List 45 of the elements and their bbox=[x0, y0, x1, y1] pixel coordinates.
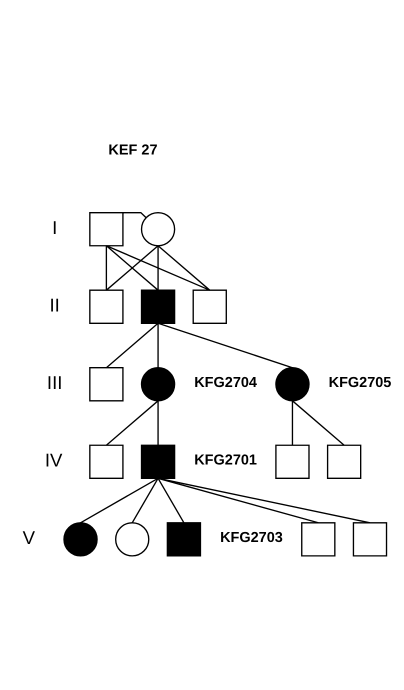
connector bbox=[157, 245, 159, 290]
connector bbox=[157, 478, 184, 523]
node-label: KFG2703 bbox=[220, 530, 283, 546]
connector bbox=[106, 244, 210, 290]
node-box bbox=[89, 212, 124, 246]
node-box bbox=[275, 444, 310, 478]
node-label: KFG2705 bbox=[328, 374, 392, 391]
connector bbox=[106, 400, 158, 446]
label: V bbox=[22, 526, 36, 548]
connector bbox=[122, 212, 146, 218]
label: KEF 27 bbox=[108, 142, 158, 158]
label: IV bbox=[44, 448, 62, 470]
node-circle bbox=[275, 366, 310, 401]
node-box bbox=[89, 366, 124, 401]
label: III bbox=[46, 371, 62, 392]
connector bbox=[158, 244, 210, 290]
label: I bbox=[52, 216, 58, 238]
connector bbox=[157, 400, 159, 445]
node-circle bbox=[140, 366, 176, 401]
connector bbox=[292, 400, 294, 445]
node-circle bbox=[63, 522, 98, 556]
connector bbox=[158, 322, 293, 368]
connector bbox=[106, 245, 108, 290]
node-circle bbox=[140, 212, 176, 246]
label: II bbox=[50, 294, 60, 315]
node-label: KFG2704 bbox=[194, 374, 257, 391]
node-box bbox=[140, 289, 176, 324]
node-box bbox=[166, 522, 202, 556]
node-box bbox=[352, 522, 388, 556]
connector bbox=[80, 477, 158, 523]
connector bbox=[292, 400, 345, 446]
node-label: KFG2701 bbox=[194, 452, 257, 468]
connector bbox=[132, 478, 159, 523]
node-box bbox=[326, 444, 362, 478]
connector bbox=[158, 477, 370, 523]
connector bbox=[158, 477, 318, 523]
node-box bbox=[89, 444, 124, 478]
node-circle bbox=[115, 522, 150, 556]
node-box bbox=[192, 289, 227, 324]
connector bbox=[157, 322, 159, 368]
node-box bbox=[89, 289, 124, 324]
node-box bbox=[140, 444, 176, 478]
connector bbox=[106, 244, 158, 290]
node-box bbox=[301, 522, 336, 556]
connector bbox=[106, 322, 158, 368]
